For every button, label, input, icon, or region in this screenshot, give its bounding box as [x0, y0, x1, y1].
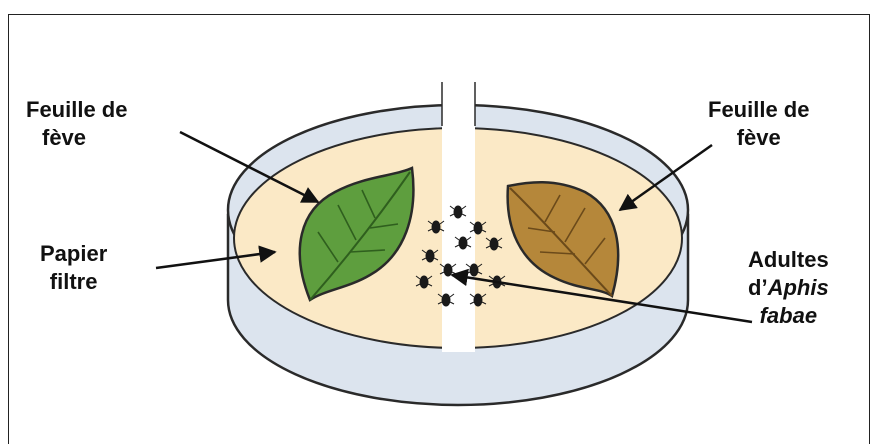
label-right-leaf-line1: Feuille de: [708, 96, 809, 124]
petri-dish: [228, 82, 688, 405]
label-aphids-genus: Aphis: [768, 275, 829, 300]
label-filter-paper-line1: Papier: [40, 240, 107, 268]
label-left-leaf-line1: Feuille de: [26, 96, 127, 124]
label-left-leaf-line2: fève: [26, 124, 127, 152]
label-aphids-prefix: d’: [748, 275, 768, 300]
label-filter-paper: Papier filtre: [40, 240, 107, 296]
label-left-leaf: Feuille de fève: [26, 96, 127, 152]
label-filter-paper-line2: filtre: [40, 268, 107, 296]
label-aphids-line3: fabae: [748, 302, 829, 330]
label-right-leaf-line2: fève: [708, 124, 809, 152]
label-right-leaf: Feuille de fève: [708, 96, 809, 152]
label-aphids: Adultes d’Aphis fabae: [748, 246, 829, 330]
label-aphids-line2: d’Aphis: [748, 274, 829, 302]
label-aphids-line1: Adultes: [748, 246, 829, 274]
label-aphids-species: fabae: [760, 303, 817, 328]
